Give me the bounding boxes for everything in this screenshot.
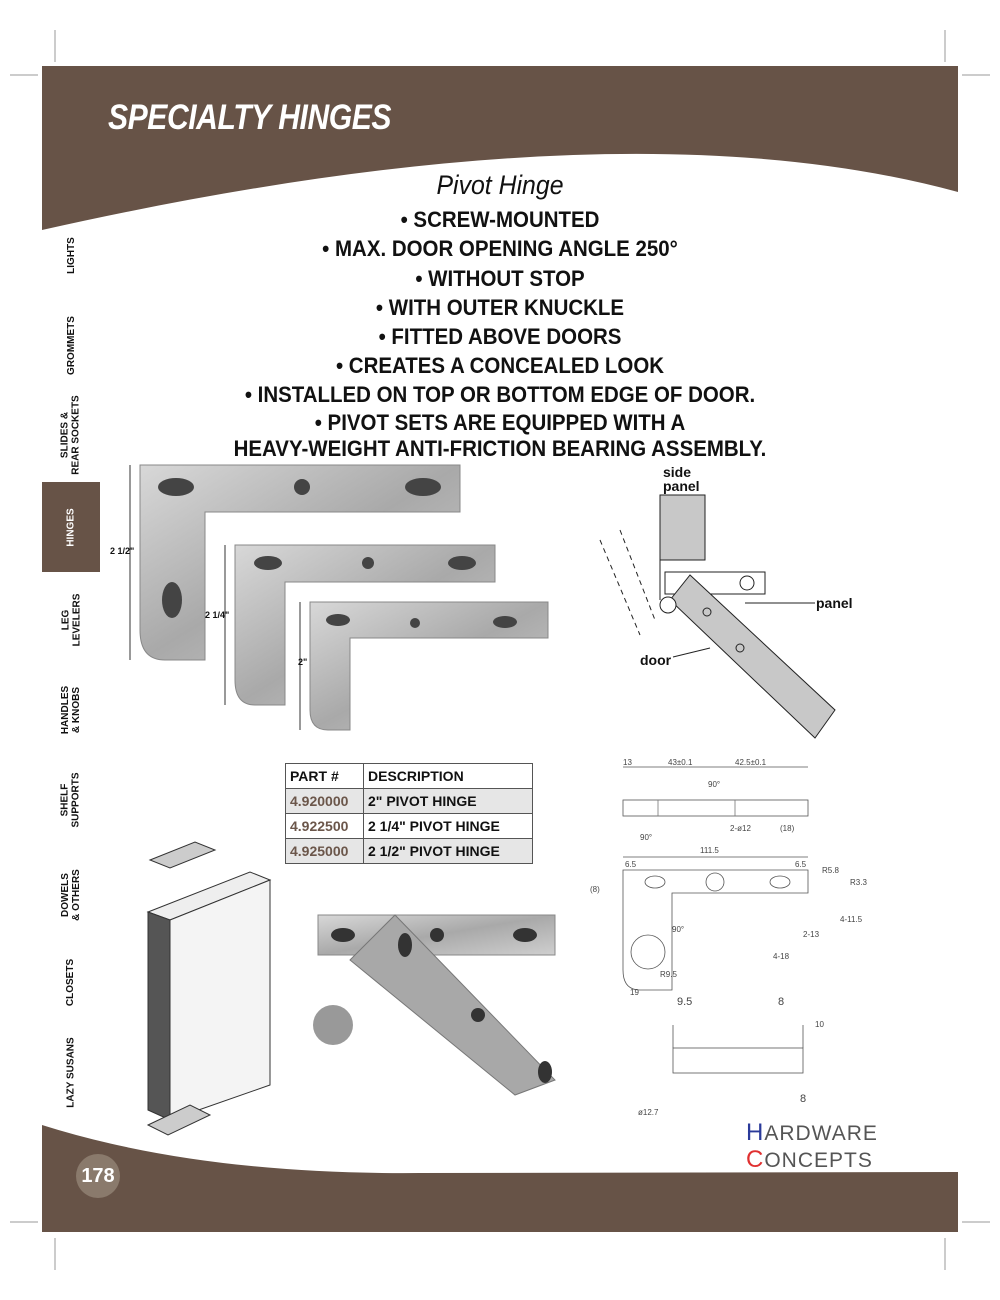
feature-item: • WITHOUT STOP: [415, 266, 585, 291]
dim: 9.5: [677, 996, 693, 1008]
dim: 4-18: [773, 952, 790, 961]
footer-band: [42, 1125, 958, 1232]
dim: 90°: [672, 925, 685, 934]
sidebar-item-shelf-supports[interactable]: SHELF SUPPORTS: [42, 760, 100, 840]
dim: ø12.7: [638, 1108, 659, 1117]
logo-h: H: [746, 1119, 765, 1146]
part-number: 4.920000: [285, 788, 364, 814]
table-header: PART #: [285, 763, 364, 789]
sidebar-label: SLIDES & REAR SOCKETS: [60, 395, 83, 475]
header-band: [42, 66, 958, 230]
feature-item: • INSTALLED ON TOP OR BOTTOM EDGE OF DOO…: [244, 382, 756, 407]
sidebar-item-hinges[interactable]: HINGES: [42, 482, 100, 572]
dim: R5.8: [822, 866, 839, 875]
door-label: door: [640, 652, 672, 668]
feature-item: • FITTED ABOVE DOORS: [378, 324, 622, 349]
sidebar-label: HINGES: [65, 507, 77, 547]
sidebar-item-leg-levelers[interactable]: LEG LEVELERS: [42, 580, 100, 660]
dim: 2-ø12: [730, 824, 751, 833]
dim: 2-13: [803, 930, 820, 939]
size-label: 2": [298, 657, 308, 667]
sidebar-label: SHELF SUPPORTS: [59, 772, 82, 828]
dim: 42.5±0.1: [735, 758, 767, 767]
hardware-concepts-logo: HARDWARE CONCEPTS: [746, 1120, 878, 1174]
logo-c: C: [746, 1146, 765, 1173]
sidebar-label: CLOSETS: [65, 958, 77, 1007]
page-number: 178: [76, 1154, 120, 1198]
dim: R3.3: [850, 878, 867, 887]
product-title: Pivot Hinge: [436, 170, 564, 200]
logo-line2: ONCEPTS: [764, 1149, 873, 1172]
hinge-photo-small: [309, 601, 549, 731]
sidebar-item-grommets[interactable]: GROMMETS: [42, 305, 100, 385]
dim: 19: [630, 988, 639, 997]
sidebar-label: HANDLES & KNOBS: [60, 685, 82, 735]
sidebar-label: LEG LEVELERS: [59, 593, 82, 647]
table-header: DESCRIPTION: [363, 763, 533, 789]
logo-line1: ARDWARE: [764, 1122, 878, 1145]
sidebar-label: LAZY SUSANS: [65, 1037, 77, 1108]
description: 2 1/2" PIVOT HINGE: [363, 838, 533, 864]
feature-item: HEAVY-WEIGHT ANTI-FRICTION BEARING ASSEM…: [233, 436, 767, 461]
hinge-photo-medium: [234, 544, 496, 706]
side-panel-label: side panel: [663, 464, 700, 494]
dim: 8: [778, 996, 785, 1008]
installation-diagram: [599, 494, 836, 739]
sidebar-item-slides[interactable]: SLIDES & REAR SOCKETS: [42, 390, 100, 480]
dim: 6.5: [625, 860, 637, 869]
page-title: SPECIALTY HINGES: [108, 98, 392, 137]
size-label: 2 1/2": [110, 546, 135, 556]
sidebar-item-handles[interactable]: HANDLES & KNOBS: [42, 670, 100, 750]
hinge-photo-large: [139, 464, 461, 661]
dim: 111.5: [700, 846, 719, 855]
sidebar-label: GROMMETS: [65, 315, 77, 375]
feature-item: • SCREW-MOUNTED: [400, 207, 600, 232]
part-number: 4.925000: [285, 838, 364, 864]
sidebar-label: DOWELS & OTHERS: [59, 869, 82, 921]
dim: 4-11.5: [840, 915, 863, 924]
dim: (18): [780, 824, 795, 833]
dim: 8: [800, 1093, 807, 1105]
dim: 13: [623, 758, 632, 767]
feature-item: • PIVOT SETS ARE EQUIPPED WITH A: [314, 410, 686, 435]
sidebar-label: LIGHTS: [65, 236, 77, 274]
panel-label: panel: [816, 595, 853, 611]
cabinet-illustration: [146, 841, 272, 1136]
dim: (8): [590, 885, 600, 894]
sidebar-item-dowels[interactable]: DOWELS & OTHERS: [42, 855, 100, 935]
feature-item: • MAX. DOOR OPENING ANGLE 250°: [322, 236, 678, 261]
dim: 43±0.1: [668, 758, 693, 767]
dim: 6.5: [795, 860, 807, 869]
size-label: 2 1/4": [205, 610, 230, 620]
feature-item: • CREATES A CONCEALED LOOK: [335, 353, 665, 378]
technical-drawing: [622, 766, 809, 1074]
dim: 90°: [640, 833, 653, 842]
description: 2" PIVOT HINGE: [363, 788, 533, 814]
dim: 10: [815, 1020, 824, 1029]
part-number: 4.922500: [285, 813, 364, 839]
sidebar-item-lazy-susans[interactable]: LAZY SUSANS: [42, 1030, 100, 1115]
hinge-open-photo: [313, 914, 556, 1096]
description: 2 1/4" PIVOT HINGE: [363, 813, 533, 839]
dim: R9.5: [660, 970, 677, 979]
feature-item: • WITH OUTER KNUCKLE: [375, 295, 625, 320]
sidebar-item-closets[interactable]: CLOSETS: [42, 945, 100, 1020]
dim: 90°: [708, 780, 721, 789]
sidebar-item-lights[interactable]: LIGHTS: [42, 220, 100, 290]
